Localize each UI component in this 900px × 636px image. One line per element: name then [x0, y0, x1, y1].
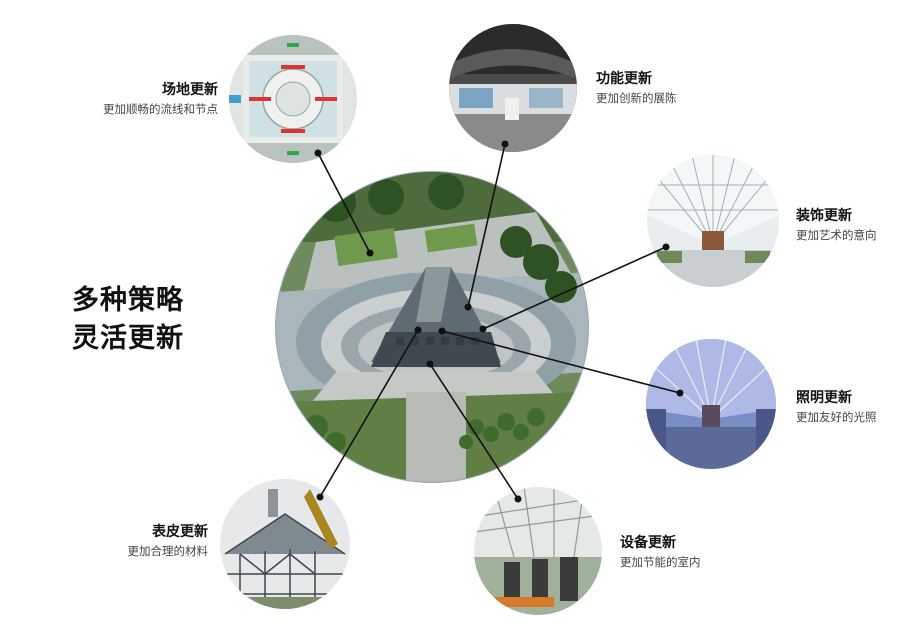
site-update-photo	[229, 35, 357, 163]
skin-update-subtitle: 更加合理的材料	[127, 544, 209, 558]
label-decoration: 装饰更新 更加艺术的意向	[796, 206, 877, 244]
skin-update-title: 表皮更新	[152, 524, 208, 540]
lighting-update-photo	[646, 339, 776, 469]
main-title-line1: 多种策略	[72, 285, 184, 316]
label-equipment: 设备更新 更加节能的室内	[620, 533, 701, 571]
lighting-update-title: 照明更新	[796, 390, 852, 406]
decoration-update-photo	[647, 155, 779, 287]
lighting-update-subtitle: 更加友好的光照	[796, 410, 877, 424]
function-update-subtitle: 更加创新的展陈	[596, 91, 677, 105]
central-aerial-photo	[276, 172, 588, 482]
label-site: 场地更新 更加顺畅的流线和节点	[62, 80, 218, 118]
skin-update-photo	[220, 479, 350, 609]
equipment-update-subtitle: 更加节能的室内	[620, 555, 701, 569]
site-update-subtitle: 更加顺畅的流线和节点	[103, 102, 218, 116]
site-update-title: 场地更新	[162, 82, 218, 98]
decoration-update-title: 装饰更新	[796, 208, 852, 224]
function-update-photo	[449, 24, 577, 152]
label-lighting: 照明更新 更加友好的光照	[796, 388, 877, 426]
equipment-update-photo	[474, 487, 602, 615]
function-update-title: 功能更新	[596, 71, 652, 87]
main-title-line2: 灵活更新	[72, 323, 184, 354]
label-skin: 表皮更新 更加合理的材料	[52, 522, 209, 560]
decoration-update-subtitle: 更加艺术的意向	[796, 228, 877, 242]
label-function: 功能更新 更加创新的展陈	[596, 69, 677, 107]
main-title: 多种策略 灵活更新	[72, 282, 212, 358]
equipment-update-title: 设备更新	[620, 535, 676, 551]
